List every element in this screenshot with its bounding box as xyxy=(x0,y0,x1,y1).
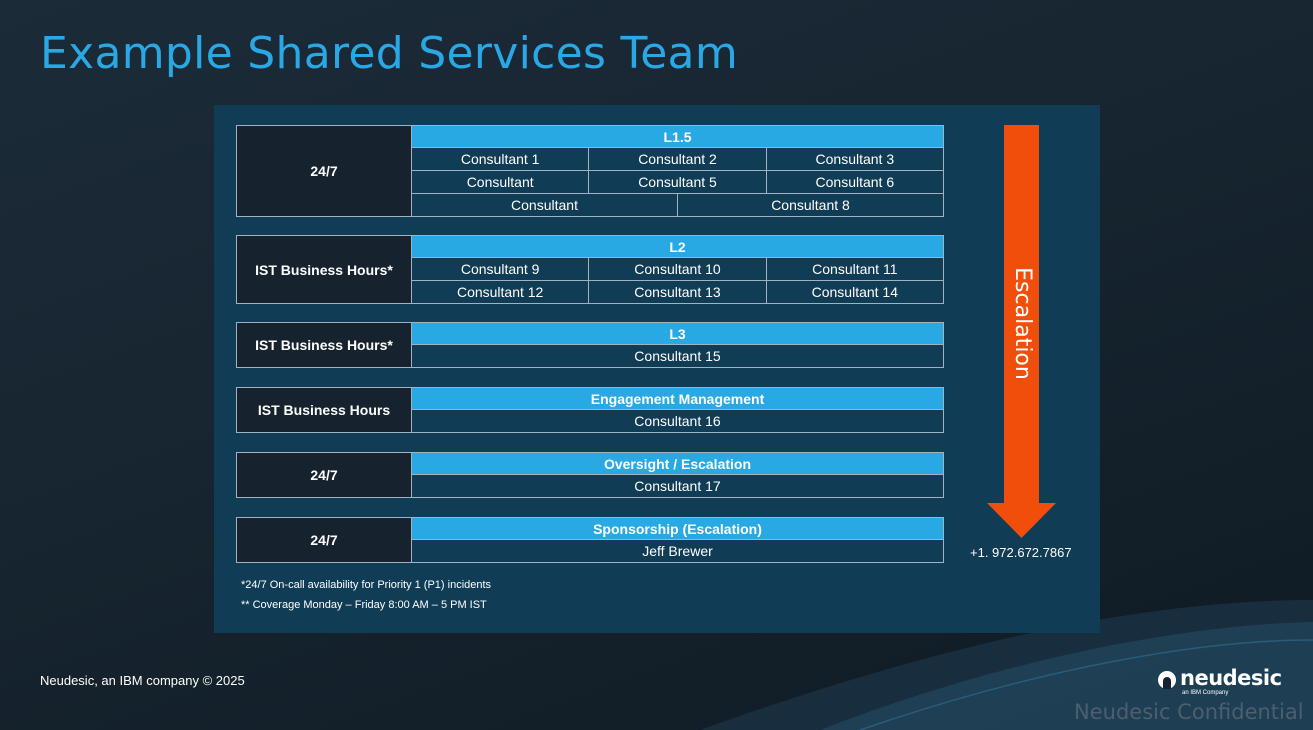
consultant-cell: Consultant 2 xyxy=(589,148,767,171)
consultant-cell: Consultant 12 xyxy=(412,281,590,304)
consultant-cell: Consultant 10 xyxy=(589,258,767,281)
consultant-cell: Consultant 16 xyxy=(412,410,944,433)
tier-header: Oversight / Escalation xyxy=(412,452,944,475)
escalation-label-wrap: Escalation xyxy=(1002,263,1042,383)
logo-subtitle: an IBM Company xyxy=(1182,690,1229,696)
tier-block-engagement: IST Business Hours Engagement Management… xyxy=(236,387,944,433)
tier-block-oversight: 24/7 Oversight / Escalation Consultant 1… xyxy=(236,452,944,498)
tier-block-l2: IST Business Hours* L2 Consultant 9 Cons… xyxy=(236,235,944,304)
consultant-cell: Consultant 9 xyxy=(412,258,590,281)
consultant-cell: Consultant 8 xyxy=(678,194,944,217)
consultant-cell: Consultant 13 xyxy=(589,281,767,304)
consultant-cell: Consultant 5 xyxy=(589,171,767,194)
sponsor-cell: Jeff Brewer xyxy=(412,540,944,563)
tier-header: Engagement Management xyxy=(412,387,944,410)
consultant-cell: Consultant 1 xyxy=(412,148,590,171)
escalation-label: Escalation xyxy=(1009,266,1035,380)
consultant-cell: Consultant 3 xyxy=(766,148,944,171)
consultant-cell: Consultant 14 xyxy=(766,281,944,304)
team-panel: 24/7 L1.5 Consultant 1 Consultant 2 Cons… xyxy=(214,105,1100,633)
coverage-label: 24/7 xyxy=(236,452,412,498)
tier-header: L2 xyxy=(412,235,944,258)
down-arrow-icon xyxy=(987,125,1056,538)
escalation-phone: +1. 972.672.7867 xyxy=(970,545,1072,560)
consultant-cell: Consultant 15 xyxy=(412,345,944,368)
tier-block-l15: 24/7 L1.5 Consultant 1 Consultant 2 Cons… xyxy=(236,125,944,217)
consultant-cell: Consultant 17 xyxy=(412,475,944,498)
footnote-coverage: ** Coverage Monday – Friday 8:00 AM – 5 … xyxy=(241,599,487,611)
coverage-label: IST Business Hours xyxy=(236,387,412,433)
coverage-label: IST Business Hours* xyxy=(236,235,412,304)
consultant-cell: Consultant 11 xyxy=(766,258,944,281)
tier-header: Sponsorship (Escalation) xyxy=(412,517,944,540)
coverage-label: IST Business Hours* xyxy=(236,322,412,368)
tier-header: L3 xyxy=(412,322,944,345)
confidential-watermark: Neudesic Confidential xyxy=(1074,700,1304,724)
tier-block-l3: IST Business Hours* L3 Consultant 15 xyxy=(236,322,944,368)
coverage-label: 24/7 xyxy=(236,517,412,563)
logo-mark-icon xyxy=(1158,671,1176,689)
neudesic-logo: neudesic an IBM Company xyxy=(1158,666,1282,700)
logo-wordmark: neudesic xyxy=(1180,666,1282,690)
copyright-footer: Neudesic, an IBM company © 2025 xyxy=(40,673,245,688)
footnote-oncall: *24/7 On-call availability for Priority … xyxy=(241,579,492,591)
consultant-cell: Consultant xyxy=(412,194,678,217)
coverage-label: 24/7 xyxy=(236,125,412,217)
consultant-cell: Consultant 6 xyxy=(766,171,944,194)
consultant-cell: Consultant xyxy=(412,171,590,194)
page-title: Example Shared Services Team xyxy=(40,28,738,79)
tier-header: L1.5 xyxy=(412,125,944,148)
tier-block-sponsorship: 24/7 Sponsorship (Escalation) Jeff Brewe… xyxy=(236,517,944,563)
